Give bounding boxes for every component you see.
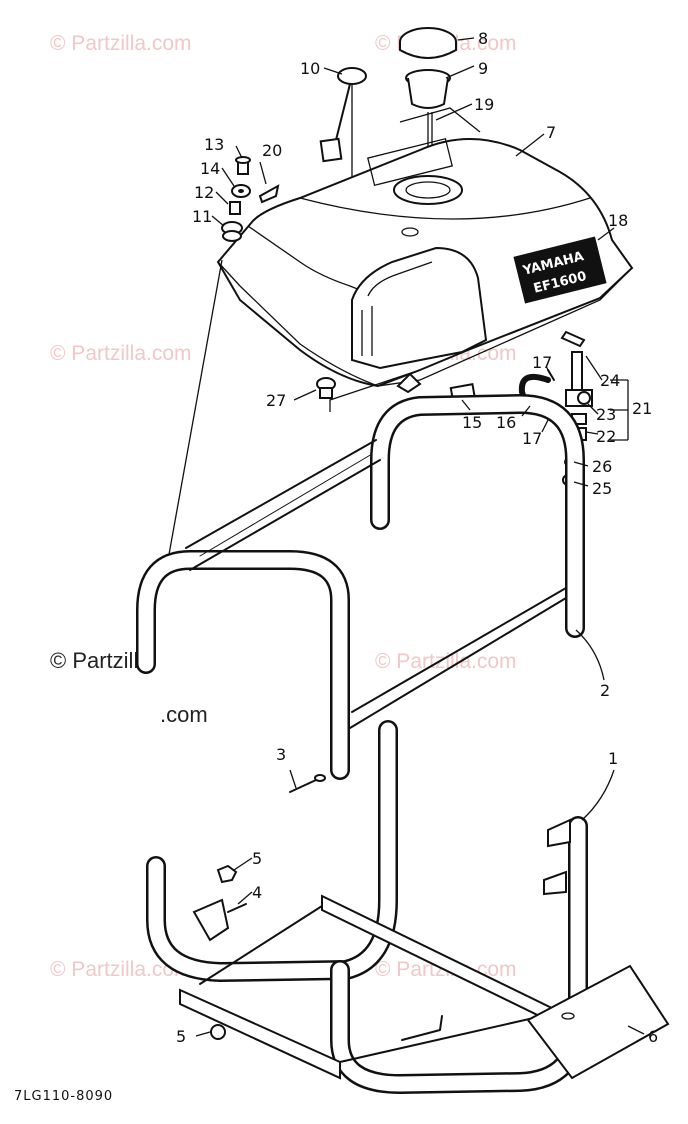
callout-23: 23 <box>596 405 616 424</box>
callout-labels: 8 9 10 19 7 18 13 20 14 12 11 27 15 16 1… <box>176 29 658 1046</box>
callout-10: 10 <box>300 59 320 78</box>
part-emblem: YAMAHA EF1600 <box>513 236 607 304</box>
part-grommet <box>221 221 243 242</box>
part-cover-plate <box>526 964 670 1080</box>
callout-24: 24 <box>600 371 620 390</box>
part-spacer <box>229 201 241 215</box>
callout-16: 16 <box>496 413 516 432</box>
part-nut <box>216 864 238 884</box>
watermark-text: © Partzilla.com <box>50 32 192 55</box>
callout-11: 11 <box>192 207 212 226</box>
part-fuel-tank <box>216 107 634 412</box>
watermark-text: © Partzilla.com <box>375 650 517 673</box>
callout-27: 27 <box>266 391 286 410</box>
callout-4: 4 <box>252 883 262 902</box>
callout-17-upper: 17 <box>532 353 552 372</box>
part-seal <box>258 184 280 204</box>
callout-6: 6 <box>648 1027 658 1046</box>
part-mount-bracket <box>192 898 247 942</box>
callout-7: 7 <box>546 123 556 142</box>
callout-26: 26 <box>592 457 612 476</box>
part-fuel-strainer <box>405 69 451 185</box>
part-nut <box>210 1024 226 1040</box>
watermark-text-main-suffix: .com <box>160 702 208 727</box>
callout-2: 2 <box>600 681 610 700</box>
part-washer <box>231 184 251 198</box>
part-clip <box>396 372 422 394</box>
callout-15: 15 <box>462 413 482 432</box>
callout-5-lower: 5 <box>176 1027 186 1046</box>
callout-1: 1 <box>608 749 618 768</box>
leader-lines <box>195 37 645 1037</box>
callout-9: 9 <box>478 59 488 78</box>
callout-18: 18 <box>608 211 628 230</box>
callout-13: 13 <box>204 135 224 154</box>
callout-14: 14 <box>200 159 220 178</box>
callout-17-lower: 17 <box>522 429 542 448</box>
part-lower-frame <box>146 720 588 1094</box>
part-upper-frame <box>136 394 585 780</box>
watermark-text: © Partzilla.com <box>50 958 192 981</box>
drawing-code: 7LG110-8090 <box>14 1089 113 1104</box>
part-fuel-cap <box>399 27 457 59</box>
part-screw <box>316 377 336 399</box>
part-bolt <box>235 156 251 175</box>
part-pin <box>289 774 326 793</box>
callout-8: 8 <box>478 29 488 48</box>
callout-5-upper: 5 <box>252 849 262 868</box>
watermark-text: © Partzilla.com <box>50 342 192 365</box>
callout-3: 3 <box>276 745 286 764</box>
callout-12: 12 <box>194 183 214 202</box>
callout-20: 20 <box>262 141 282 160</box>
callout-19: 19 <box>474 95 494 114</box>
callout-22: 22 <box>596 427 616 446</box>
leader-line <box>167 259 223 561</box>
callout-25: 25 <box>592 479 612 498</box>
callout-21: 21 <box>632 399 652 418</box>
watermark-text-main: © Partzilla <box>50 648 151 673</box>
